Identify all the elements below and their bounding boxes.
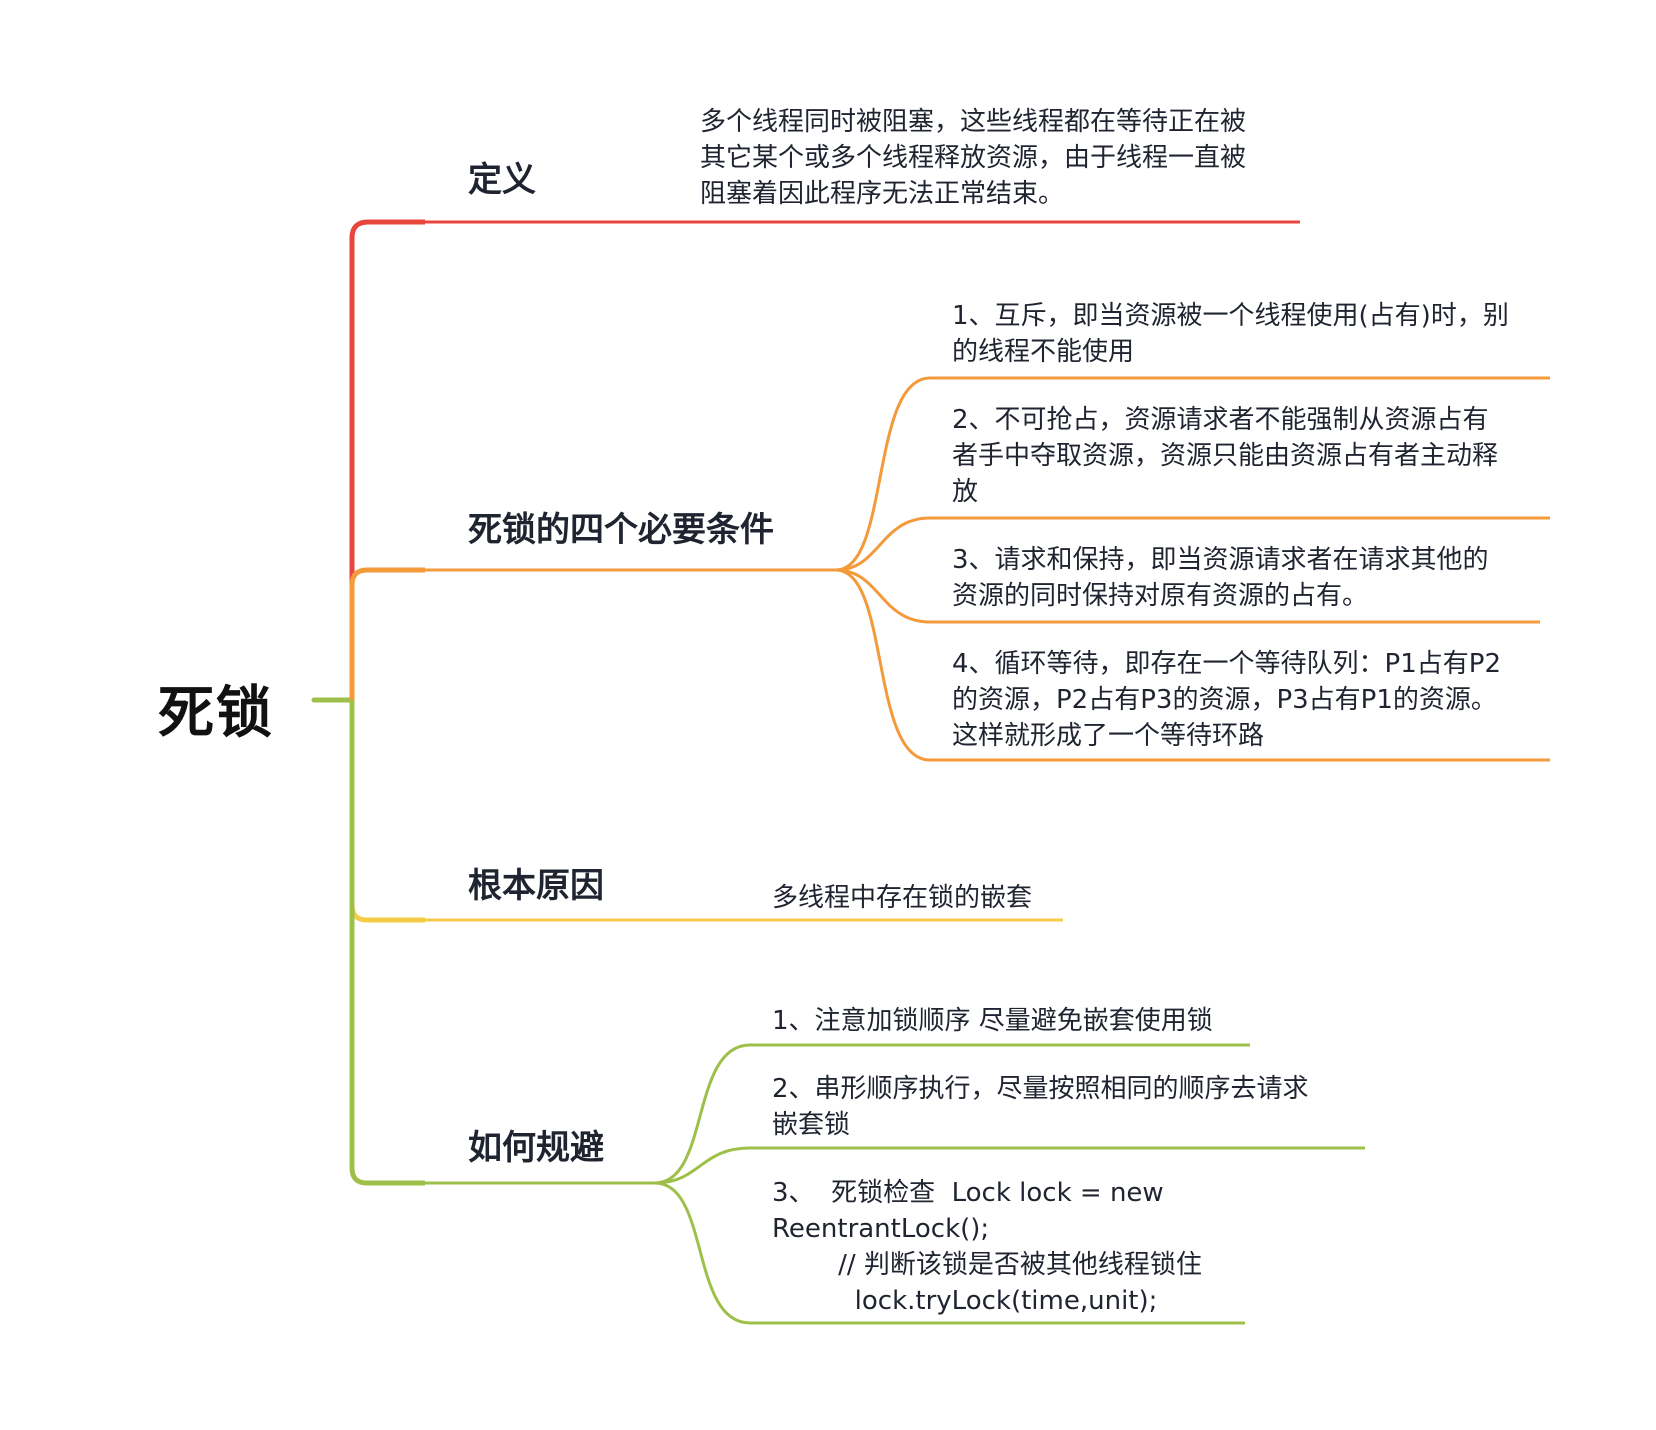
curve-condition-2 bbox=[835, 516, 1550, 572]
leaf-condition-mutual-exclusion: 1、互斥，即当资源被一个线程使用(占有)时，别 的线程不能使用 bbox=[952, 301, 1509, 367]
curve-avoid-1 bbox=[654, 1043, 1250, 1185]
curve-condition-1 bbox=[835, 376, 1550, 572]
leaf-condition-circular-wait: 4、循环等待，即存在一个等待队列：P1占有P2 的资源，P2占有P3的资源，P3… bbox=[952, 649, 1501, 751]
leaf-avoid-lock-order: 1、注意加锁顺序 尽量避免嵌套使用锁 bbox=[772, 1006, 1213, 1036]
leaf-root-cause-text: 多线程中存在锁的嵌套 bbox=[772, 883, 1033, 913]
trunk-orange bbox=[349, 567, 425, 700]
leaf-definition-text: 多个线程同时被阻塞，这些线程都在等待正在被 其它某个或多个线程释放资源，由于线程… bbox=[700, 107, 1247, 209]
leaf-avoid-serial-order: 2、串形顺序执行，尽量按照相同的顺序去请求 嵌套锁 bbox=[772, 1074, 1309, 1140]
root-topic: 死锁 bbox=[158, 681, 274, 746]
trunk-red bbox=[349, 219, 425, 700]
curve-condition-4 bbox=[835, 568, 1550, 762]
branch-four-conditions: 死锁的四个必要条件 bbox=[468, 510, 774, 550]
leaf-condition-hold-and-wait: 3、请求和保持，即当资源请求者在请求其他的 资源的同时保持对原有资源的占有。 bbox=[952, 545, 1489, 611]
branch-how-to-avoid: 如何规避 bbox=[468, 1128, 604, 1168]
curve-avoid-3 bbox=[654, 1181, 1245, 1325]
curve-condition-3 bbox=[835, 568, 1540, 624]
trunk-yellow bbox=[349, 700, 425, 923]
branch-root-cause: 根本原因 bbox=[468, 866, 604, 906]
curve-avoid-2 bbox=[654, 1146, 1365, 1185]
trunk-green bbox=[349, 700, 425, 1186]
leaf-condition-no-preemption: 2、不可抢占，资源请求者不能强制从资源占有 者手中夺取资源，资源只能由资源占有者… bbox=[952, 405, 1499, 507]
branch-definition: 定义 bbox=[468, 160, 536, 200]
leaf-avoid-deadlock-check: 3、 死锁检查 Lock lock = new ReentrantLock();… bbox=[772, 1178, 1202, 1316]
